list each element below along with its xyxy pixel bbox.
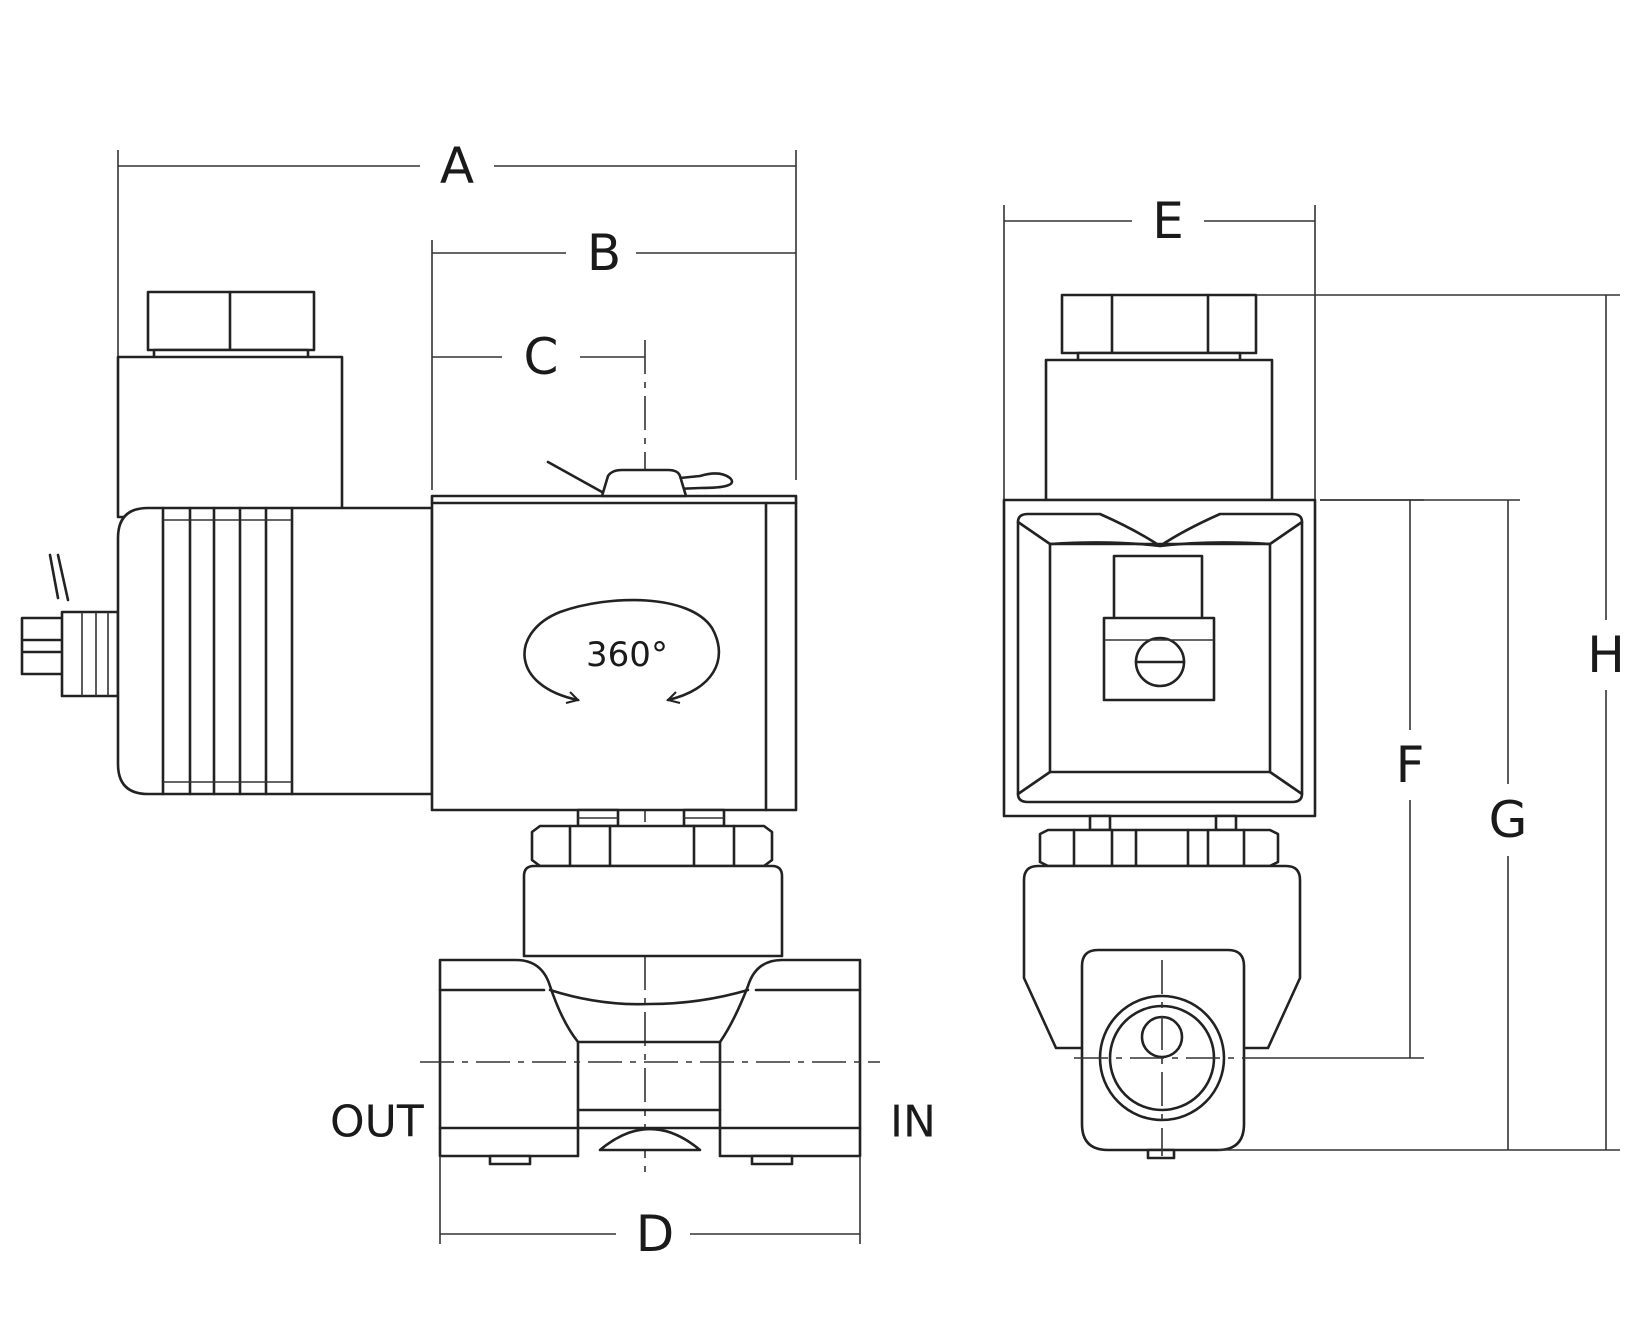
connector-plug	[116, 290, 344, 519]
rotation-indicator: 360°	[523, 598, 721, 704]
side-coil-face	[1002, 498, 1317, 818]
dimension-c: C	[432, 328, 645, 386]
coil-body	[430, 494, 798, 812]
rotation-label: 360°	[586, 635, 668, 675]
dimension-c-label: C	[524, 328, 559, 386]
dimension-a: A	[117, 137, 797, 510]
dimension-b-label: B	[587, 224, 621, 282]
valve-bonnet	[522, 864, 784, 958]
stem-nut	[530, 808, 774, 868]
dimension-f: F	[1250, 499, 1425, 1059]
dimension-h-label: H	[1587, 626, 1625, 684]
dimension-f-label: F	[1396, 736, 1425, 794]
dimension-e: E	[1003, 192, 1316, 500]
valve-body	[438, 958, 862, 1166]
dimension-a-label: A	[440, 137, 474, 195]
side-stem-nut	[1038, 814, 1280, 868]
dimension-d-label: D	[636, 1205, 675, 1263]
dimension-d: D	[439, 1156, 861, 1263]
side-connector-plug	[1044, 293, 1274, 502]
side-view: E	[1002, 192, 1625, 1160]
port-inlet-label: IN	[890, 1097, 936, 1148]
coil-housing	[116, 506, 434, 796]
front-view: A B C	[20, 137, 936, 1263]
rotation-arrow-icon	[523, 598, 721, 702]
terminal-screw	[1102, 554, 1216, 702]
dimension-g-label: G	[1489, 791, 1528, 849]
cable-gland	[20, 553, 120, 698]
dimension-e-label: E	[1152, 192, 1184, 250]
dimension-h: H	[1256, 294, 1625, 1151]
dimension-g: G	[1218, 499, 1528, 1151]
retaining-clip	[546, 460, 734, 498]
port-outlet-label: OUT	[330, 1097, 424, 1148]
dimension-b: B	[431, 224, 796, 490]
